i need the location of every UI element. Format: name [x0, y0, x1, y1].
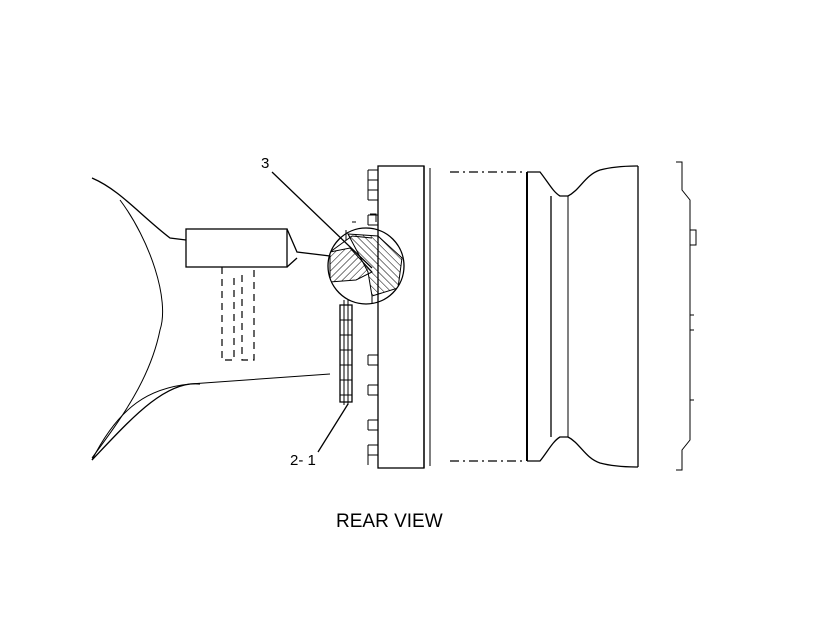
view-title: REAR VIEW [336, 511, 443, 532]
leader-2-1 [317, 403, 349, 453]
hub-block [367, 165, 431, 469]
leader-lines [271, 171, 373, 453]
leader-3 [271, 171, 373, 269]
mounting-bracket [185, 228, 331, 361]
section-detail-circle [327, 213, 405, 305]
phantom-connectors [450, 171, 525, 462]
callout-label-3: 3 [261, 155, 269, 172]
roller-wheel [526, 161, 697, 471]
frame-outline [91, 177, 331, 461]
chain-links [339, 300, 353, 405]
callout-label-2-1: 2- 1 [290, 452, 316, 469]
